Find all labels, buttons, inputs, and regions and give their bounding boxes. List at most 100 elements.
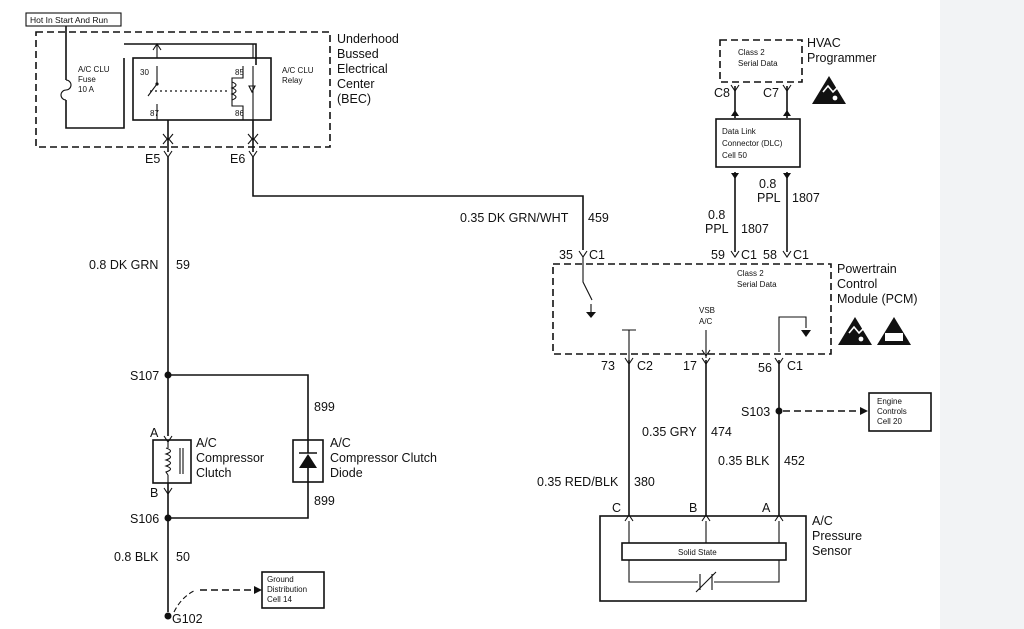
ground-dist-box [261,571,325,609]
pcm-pin-73-conn: C2 [637,359,653,373]
pcm-c2-73-internal [622,329,636,360]
hvac-title: HVAC Programmer [807,36,876,65]
wire-50-color: 0.8 BLK [114,550,159,564]
pcm-serial-label: Class 2 Serial Data [737,269,777,289]
pcm-pin-59-conn: C1 [741,248,757,262]
wire-452-color: 0.35 BLK [718,454,770,468]
hvac-pin-c8: C8 [714,86,730,100]
splice-s106-label: S106 [130,512,159,526]
relay-switch-pivot [155,82,159,86]
pcm-top-pin-icons [578,250,792,258]
relay-pin-30: 30 [140,68,149,77]
wire-1807-left-label: 0.8 PPL [705,208,729,236]
hvac-box [719,39,803,83]
sensor-pin-icons [624,514,784,522]
ground-g102-icon [164,612,172,620]
wire-459-color: 0.35 DK GRN/WHT [460,211,569,225]
diode-icon [299,454,317,468]
wire-1807-right-circuit: 1807 [792,191,820,205]
fuse-icon [60,79,72,101]
diode-label: A/C Compressor Clutch Diode [330,436,440,480]
diode-bar [299,440,317,482]
pcm-box [552,263,832,355]
pcm-title: Powertrain Control Module (PCM) [837,262,918,306]
pcm-pin-56-conn: C1 [787,359,803,373]
wire-899-top [168,374,309,440]
wire-50-circuit: 50 [176,550,190,564]
ground-g102-label: G102 [172,612,203,626]
pcm-switch-icon [582,257,593,312]
dlc-box [715,118,801,168]
pcm-pin-73: 73 [601,359,615,373]
pcm-ground-line [778,316,807,352]
fuse-label: A/C CLU Fuse 10 A [78,65,112,94]
relay-feed-arrow [152,43,162,58]
diagram-sheet: Hot In Start And Run Underhood Bussed El… [0,0,940,629]
splice-s103 [775,407,783,415]
clutch-box [152,439,192,484]
wire-1807-left-circuit: 1807 [741,222,769,236]
pcm-pin-17: 17 [683,359,697,373]
relay-box [132,57,272,121]
term-e6: E6 [230,152,245,166]
wire-899-label-bottom: 899 [314,494,335,508]
power-label: Hot In Start And Run [30,15,108,25]
wire-899-bottom [168,482,309,519]
wire-59-circuit: 59 [176,258,190,272]
clutch-coil-icon [164,447,172,476]
splice-s103-label: S103 [741,405,770,419]
clutch-label: A/C Compressor Clutch [196,436,268,480]
wire-452-circuit: 452 [784,454,805,468]
wire-474-color: 0.35 GRY [642,425,697,439]
wire-1807 [734,172,788,252]
relay-pin-85: 85 [235,68,244,77]
hvac-pin-c7: C7 [763,86,779,100]
relay-coil-frame [231,66,254,120]
pcm-vsb-label: VSB A/C [699,306,717,326]
hvac-box-label: Class 2 Serial Data [738,48,778,68]
wire-380-circuit: 380 [634,475,655,489]
esd-icon-pcm [837,316,873,346]
relay-coil-diode-icon [248,85,256,94]
pcm-pin-58-conn: C1 [793,248,809,262]
wire-1807-right-label: 0.8 PPL [757,177,781,205]
relay-feed-wire [124,43,257,65]
engine-controls-box [868,392,932,432]
wire-474-circuit: 474 [711,425,732,439]
pcm-ground-icon [801,330,811,337]
sensor-title: A/C Pressure Sensor [812,514,866,558]
solid-state-box [621,542,787,561]
ground-ref-arrow [254,586,262,594]
pcm-pin-56: 56 [758,361,772,375]
wire-899-label-top: 899 [314,400,335,414]
wiring-diagram: Hot In Start And Run Underhood Bussed El… [25,12,932,626]
wire-hvac-dlc [734,86,788,118]
ground-dist-label: Ground Distribution Cell 14 [267,575,309,604]
sensor-box [599,515,807,602]
dlc-out-arrows [731,173,791,179]
pcm-pin-35-conn: C1 [589,248,605,262]
sensor-pin-b: B [689,501,697,515]
sensor-pin-c: C [612,501,621,515]
ground-ref-curve [173,589,197,613]
fuse-out-wire [65,58,125,129]
sensor-internal-leads [628,521,780,543]
engine-controls-label: Engine Controls Cell 20 [877,397,909,426]
pcm-vsb-line [701,330,711,358]
dlc-label: Data Link Connector (DLC) Cell 50 [722,127,785,160]
sensor-pin-a: A [762,501,771,515]
bec-box [35,31,331,148]
hvac-pin-icons [730,84,792,92]
variable-capacitor-icon [695,571,717,593]
s103-ref-arrow [860,407,868,415]
pcm-switch-ground-icon [586,312,596,318]
connector-86-icon [247,133,259,145]
wire-459-circuit: 459 [588,211,609,225]
clutch-core-icon [179,448,184,474]
relay-pin-87: 87 [150,109,159,118]
wire-459 [252,157,584,250]
pcm-pin-35: 35 [559,248,573,262]
connector-87-icon [162,133,174,145]
clutch-pin-b: B [150,486,158,500]
pcm-pin-58: 58 [763,248,777,262]
